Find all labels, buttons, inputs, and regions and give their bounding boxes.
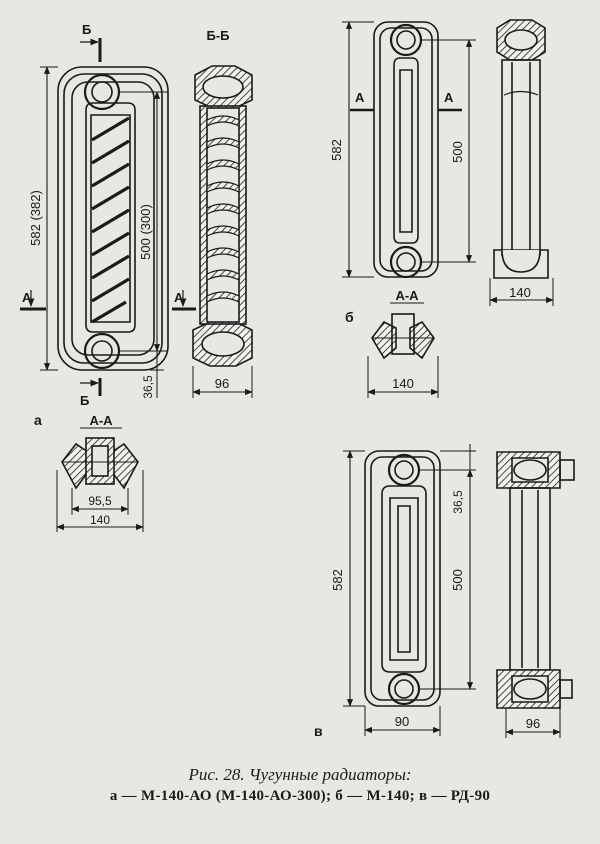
panel-b-side-view [489, 19, 554, 306]
panel-v-dim-width: 90 [395, 714, 409, 729]
panel-a-dim-axis: 500 (300) [138, 204, 153, 260]
panel-a-cut-b-bottom: Б [80, 393, 89, 408]
panel-a-dim-offset: 36,5 [141, 375, 155, 399]
caption-title: Рис. 28. Чугунные радиаторы: [188, 765, 412, 784]
panel-v-letter: в [314, 723, 323, 739]
panel-a-front-view [20, 38, 169, 398]
panel-b-section-aa [367, 302, 439, 398]
panel-b-cut-a-left: А [355, 90, 365, 105]
radiator-drawing: Б Б-Б 582 (382) 500 (300) А А Б 36,5 96 … [20, 19, 575, 739]
panel-a-cut-b-top: Б [82, 22, 91, 37]
panel-b-dim-width: 140 [509, 285, 531, 300]
panel-v-dim-depth: 96 [526, 716, 540, 731]
panel-b-dim-height: 582 [329, 139, 344, 161]
panel-a-dim-depth: 96 [215, 376, 229, 391]
panel-b-letter: б [345, 309, 354, 325]
panel-v-dim-axis: 500 [450, 569, 465, 591]
panel-a-dim-inner: 95,5 [88, 494, 112, 508]
panel-b-dim-axis: 500 [450, 141, 465, 163]
panel-a-section-bb-label: Б-Б [206, 28, 229, 43]
panel-a-section-bb [172, 65, 253, 398]
panel-v-dim-height: 582 [330, 569, 345, 591]
panel-a-dim-height: 582 (382) [28, 190, 43, 246]
panel-b-cut-a-right: А [444, 90, 454, 105]
panel-v-front-view [343, 444, 476, 736]
figure-caption: Рис. 28. Чугунные радиаторы: а — М-140-А… [0, 764, 600, 806]
panel-a-section-aa-label: А-А [89, 413, 113, 428]
panel-b-dim-section-width: 140 [392, 376, 414, 391]
panel-a-cut-a-left: А [22, 290, 32, 305]
panel-a-dim-width: 140 [90, 513, 110, 527]
panel-a-section-aa [56, 427, 144, 532]
panel-a-letter: а [34, 412, 42, 428]
caption-legend: а — М-140-АО (М-140-АО-300); б — М-140; … [109, 788, 491, 804]
panel-v-dim-offset: 36,5 [451, 490, 465, 514]
panel-b-front-view [342, 21, 476, 279]
panel-b-section-aa-label: А-А [395, 288, 419, 303]
panel-v-side-view [496, 451, 575, 738]
panel-a-cut-a-right: А [174, 290, 184, 305]
